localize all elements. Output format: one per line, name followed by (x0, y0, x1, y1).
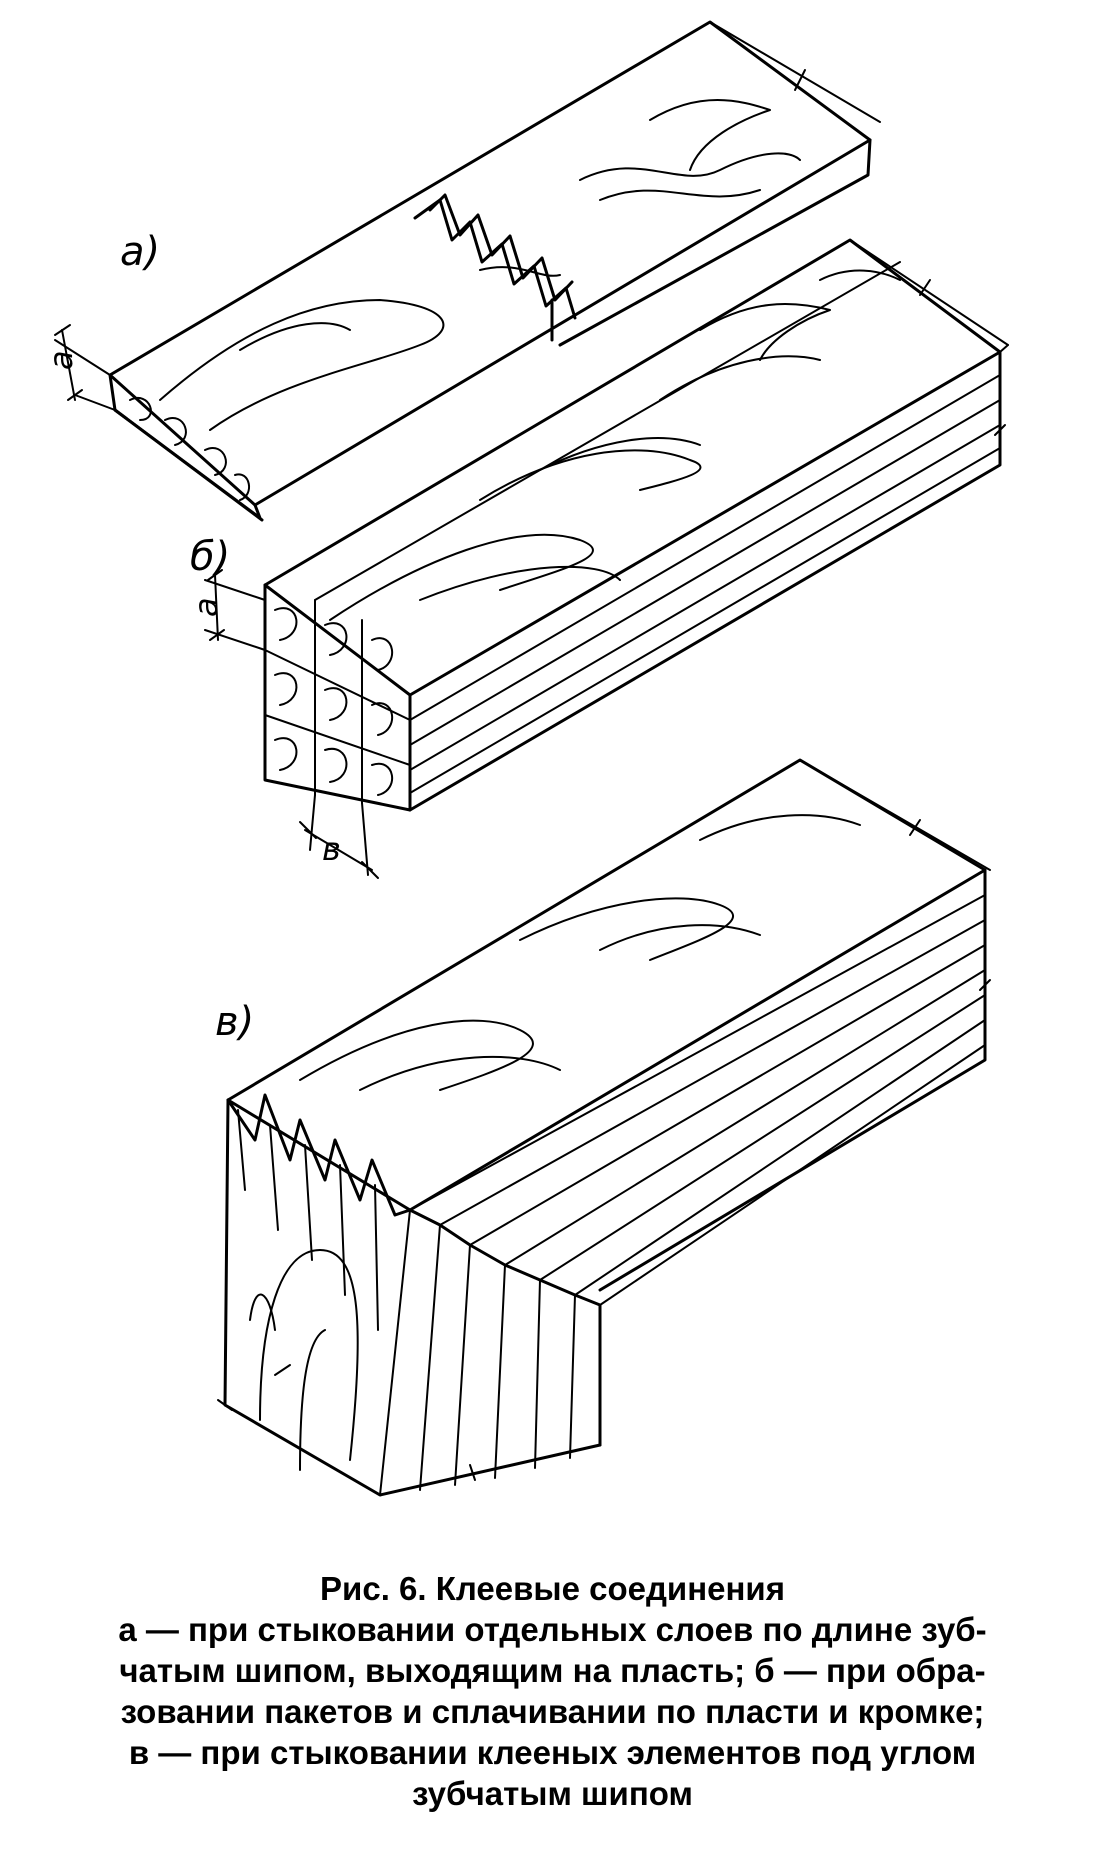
caption-title: Рис. 6. Клеевые соединения (320, 1570, 785, 1607)
dimension-label-a-panel-a: а (42, 350, 80, 370)
panel-b-block (204, 238, 1009, 879)
panel-a-board (54, 20, 881, 522)
caption-line: чатым шипом, выходящим на пласть; б — пр… (119, 1652, 986, 1689)
figure-caption: Рис. 6. Клеевые соединения а — при стыко… (20, 1568, 1085, 1814)
caption-line: а — при стыковании отдельных слоев по дл… (118, 1611, 987, 1648)
caption-line: зубчатым шипом (412, 1775, 693, 1812)
caption-line: в — при стыковании клееных элементов под… (128, 1734, 977, 1771)
panel-label-a: а) (120, 229, 160, 275)
dimension-label-a-panel-b: а (187, 597, 225, 617)
panel-label-b: б) (190, 534, 230, 580)
glue-joints-figure: а) б) в) а а в (42, 20, 1009, 1497)
dimension-label-b-panel-b: в (322, 830, 341, 868)
panel-c-corner (217, 758, 991, 1497)
caption-line: зовании пакетов и сплачивании по пласти … (120, 1693, 985, 1730)
panel-label-c: в) (215, 999, 254, 1045)
